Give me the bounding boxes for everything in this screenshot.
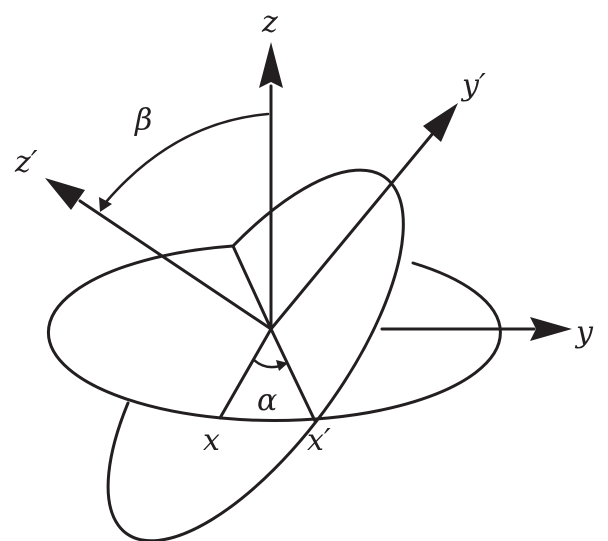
beta-arrowhead [99, 197, 112, 212]
y-axis-arrowhead [530, 317, 572, 341]
label-alpha: α [257, 383, 277, 418]
z-axis-arrowhead [259, 42, 283, 88]
label-z: z [261, 5, 278, 40]
beta-angle-arc [104, 112, 270, 204]
z-prime-axis-line [78, 199, 273, 331]
label-z-prime: z′ [14, 145, 38, 180]
y-prime-axis-line [269, 130, 436, 331]
y-prime-axis-arrowhead [423, 103, 458, 142]
label-y-prime: y′ [460, 68, 486, 103]
tilted-plane-ellipse [106, 168, 405, 541]
x-prime-axis-line [269, 327, 317, 423]
z-prime-axis-arrowhead [45, 178, 85, 210]
label-y: y [574, 315, 594, 350]
alpha-angle-arc [252, 358, 282, 369]
alpha-arrowhead [276, 360, 288, 371]
x-axis-line [218, 327, 273, 420]
label-x: x [203, 423, 220, 458]
label-x-prime: x′ [307, 423, 331, 458]
label-beta: β [134, 103, 152, 138]
line-origin-to-node [231, 244, 273, 331]
